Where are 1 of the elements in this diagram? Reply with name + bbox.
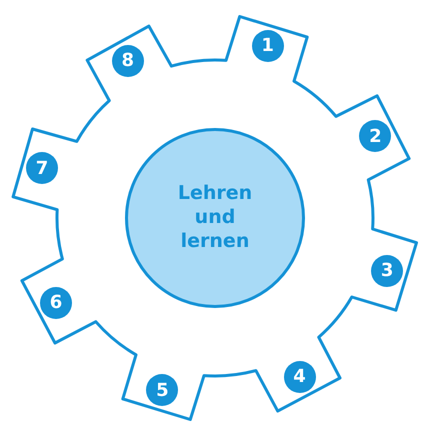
- center-title: Lehren und lernen: [176, 182, 254, 254]
